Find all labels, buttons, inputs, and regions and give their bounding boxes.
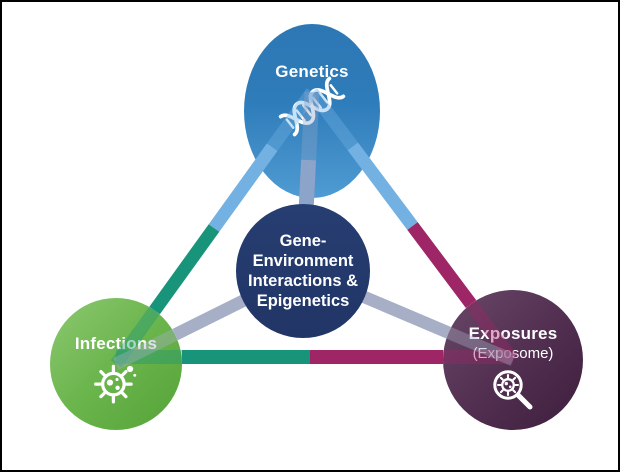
center-label: Gene- Environment Interactions & Epigene… — [248, 231, 358, 311]
genetics-node: Genetics — [244, 24, 380, 198]
virus-icon — [91, 356, 141, 406]
infections-label: Infections — [74, 334, 158, 353]
center-label-line1: Gene- — [279, 232, 327, 250]
genetics-label: Genetics — [275, 62, 349, 81]
infections-node: Infections — [50, 298, 182, 430]
magnifier-virus-icon — [487, 365, 539, 417]
exposures-label: Exposures — [468, 324, 558, 343]
exposures-sublabel: (Exposome) — [472, 345, 554, 362]
center-label-line3: Interactions & — [247, 272, 359, 290]
center-node: Gene- Environment Interactions & Epigene… — [236, 204, 370, 338]
dna-icon — [277, 75, 347, 138]
center-label-line4: Epigenetics — [256, 292, 350, 310]
center-label-line2: Environment — [252, 252, 354, 270]
exposures-node: Exposures (Exposome) — [443, 290, 583, 430]
